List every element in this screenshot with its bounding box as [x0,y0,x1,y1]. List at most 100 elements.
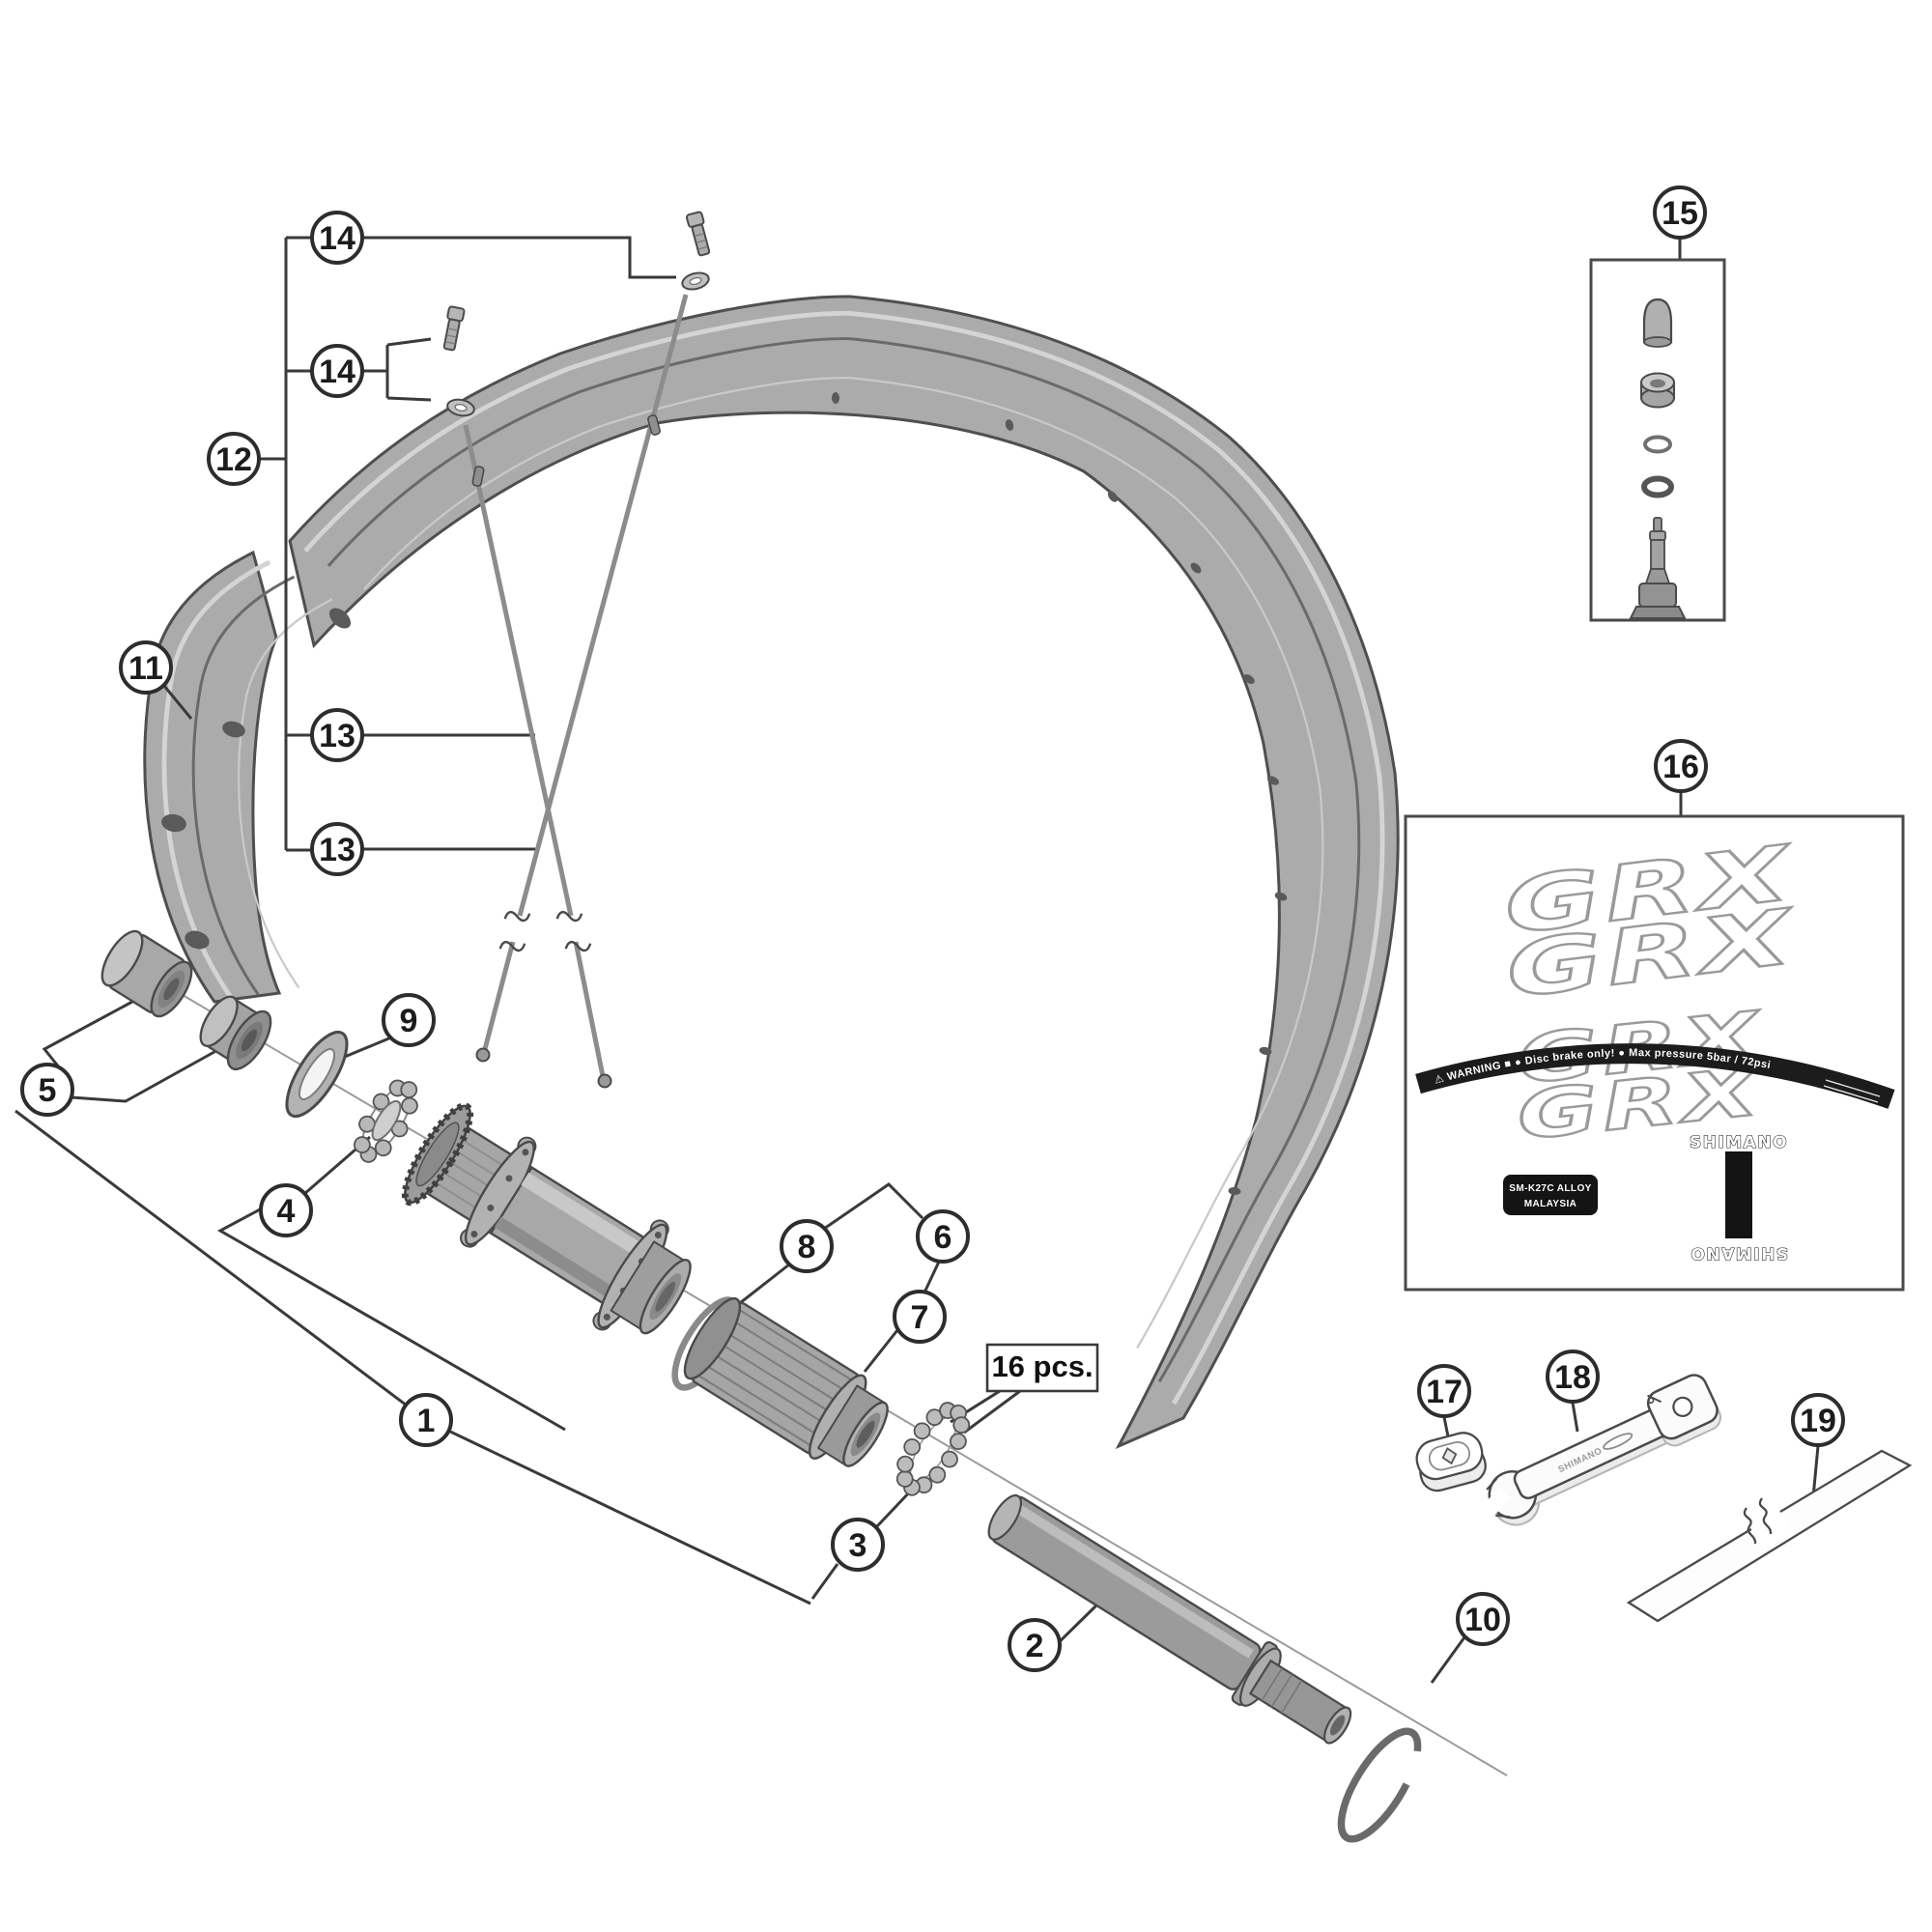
svg-text:5: 5 [39,1072,57,1109]
callout-9: 9 [382,993,436,1047]
svg-text:7: 7 [911,1299,929,1336]
rim-label-line1: SM-K27C ALLOY [1509,1183,1591,1194]
spoke-b-lower [482,941,516,1050]
spoke-a-upper [463,424,574,917]
bracket-6 [823,1182,941,1293]
callout-12: 12 [207,432,261,486]
callout-3: 3 [831,1518,885,1572]
callout-2: 2 [1008,1618,1062,1672]
bearing-ball-chain [895,1402,971,1496]
svg-text:10: 10 [1464,1602,1501,1638]
svg-text:19: 19 [1800,1403,1836,1439]
svg-text:8: 8 [798,1229,816,1265]
nipple-washer [681,271,710,291]
freehub-body [683,1296,889,1467]
callout-16: 16 [1654,739,1708,793]
thru-axle [987,1493,1352,1745]
spoke-head [475,1047,491,1063]
callout-14: 14 [310,344,364,398]
leader-7 [863,1329,899,1373]
shimano-decal-bottom: SHIMANO [1690,1243,1788,1263]
spoke-head [597,1073,612,1089]
hub-body [401,1102,692,1335]
valve-cap [1642,298,1673,348]
svg-text:15: 15 [1662,195,1698,232]
svg-text:3: 3 [849,1527,867,1564]
rim-spoke-holes [161,392,1288,1196]
callout-13: 13 [310,822,364,876]
seal-ring [285,1030,349,1119]
rim-left-section-band [143,550,282,1004]
callout-18: 18 [1546,1350,1600,1404]
callout-8: 8 [780,1219,834,1273]
rim-main-band [288,295,1400,1450]
callout-1: 1 [399,1393,453,1447]
rim-spec-label: SM-K27C ALLOY MALAYSIA [1503,1175,1598,1215]
valve-stem [1629,517,1687,619]
nipple-bolt [685,211,711,257]
valve-nut [1640,372,1675,409]
svg-text:13: 13 [319,832,355,868]
leader-3 [810,1488,914,1600]
svg-text:9: 9 [400,1003,418,1039]
svg-text:12: 12 [215,441,252,478]
svg-text:17: 17 [1426,1374,1463,1410]
rim [143,295,1400,1450]
bearing-count-label: 16 pcs. [985,1343,1099,1393]
callout-17: 17 [1417,1364,1471,1418]
callout-6: 6 [916,1209,970,1264]
bearing-count-text: 16 pcs. [991,1350,1093,1383]
snap-ring [1337,1727,1422,1843]
leader-18 [1571,1402,1579,1433]
square-hole [1441,1447,1458,1465]
rim-label-line2: MALAYSIA [1524,1199,1577,1209]
tool-18-wrench: SHIMANO [1476,1374,1721,1526]
svg-text:16: 16 [1662,749,1699,785]
valve-o-ring-thick [1641,475,1674,498]
svg-text:11: 11 [128,650,163,687]
svg-text:1: 1 [417,1403,436,1439]
shimano-ibeam-decal: SHIMANO SHIMANO [1689,1132,1788,1263]
callout-14: 14 [310,211,364,265]
leader-14b [362,337,432,402]
valve-parts-box [1589,258,1726,622]
rim-nipple [647,414,661,436]
leader-14a [362,236,676,279]
svg-text:13: 13 [319,718,355,754]
svg-text:6: 6 [934,1219,952,1256]
tool-19-rim-tape [1626,1449,1913,1623]
hub-flange [460,1136,537,1248]
spoke-break-marks [498,910,592,952]
callout-7: 7 [893,1290,947,1344]
svg-text:14: 14 [319,354,355,390]
bracket-5 [42,993,231,1103]
callout-11: 11 [119,640,173,695]
leader-9 [339,1036,392,1061]
callout-13: 13 [310,708,364,762]
wrench-head-hole [1672,1396,1693,1417]
svg-text:14: 14 [319,220,355,257]
spokes [442,211,711,1089]
leader-11 [162,685,193,720]
shimano-decal-top: SHIMANO [1690,1133,1788,1152]
bracket-12 [257,236,312,852]
svg-text:4: 4 [277,1193,296,1230]
leader-19 [1811,1445,1820,1498]
decal-sheet-box: GRX GRX GRX GRX ⚠ WARNING ■ ● Disc brake… [1404,814,1905,1292]
nipple-bolt [442,305,466,352]
valve-o-ring-thin [1643,435,1672,454]
callout-4: 4 [259,1183,313,1237]
callout-5: 5 [20,1063,74,1117]
svg-text:2: 2 [1026,1628,1044,1664]
callout-10: 10 [1456,1592,1510,1646]
spoke-a-lower [573,941,606,1077]
nipple-washer [446,398,475,417]
rim-nipple [471,466,485,487]
callout-15: 15 [1653,185,1707,240]
hub-exploded-parts [100,929,1422,1843]
ball-retainer [353,1079,418,1163]
tool-17-nut-plate [1415,1432,1487,1492]
axle-end-cap [100,929,193,1018]
